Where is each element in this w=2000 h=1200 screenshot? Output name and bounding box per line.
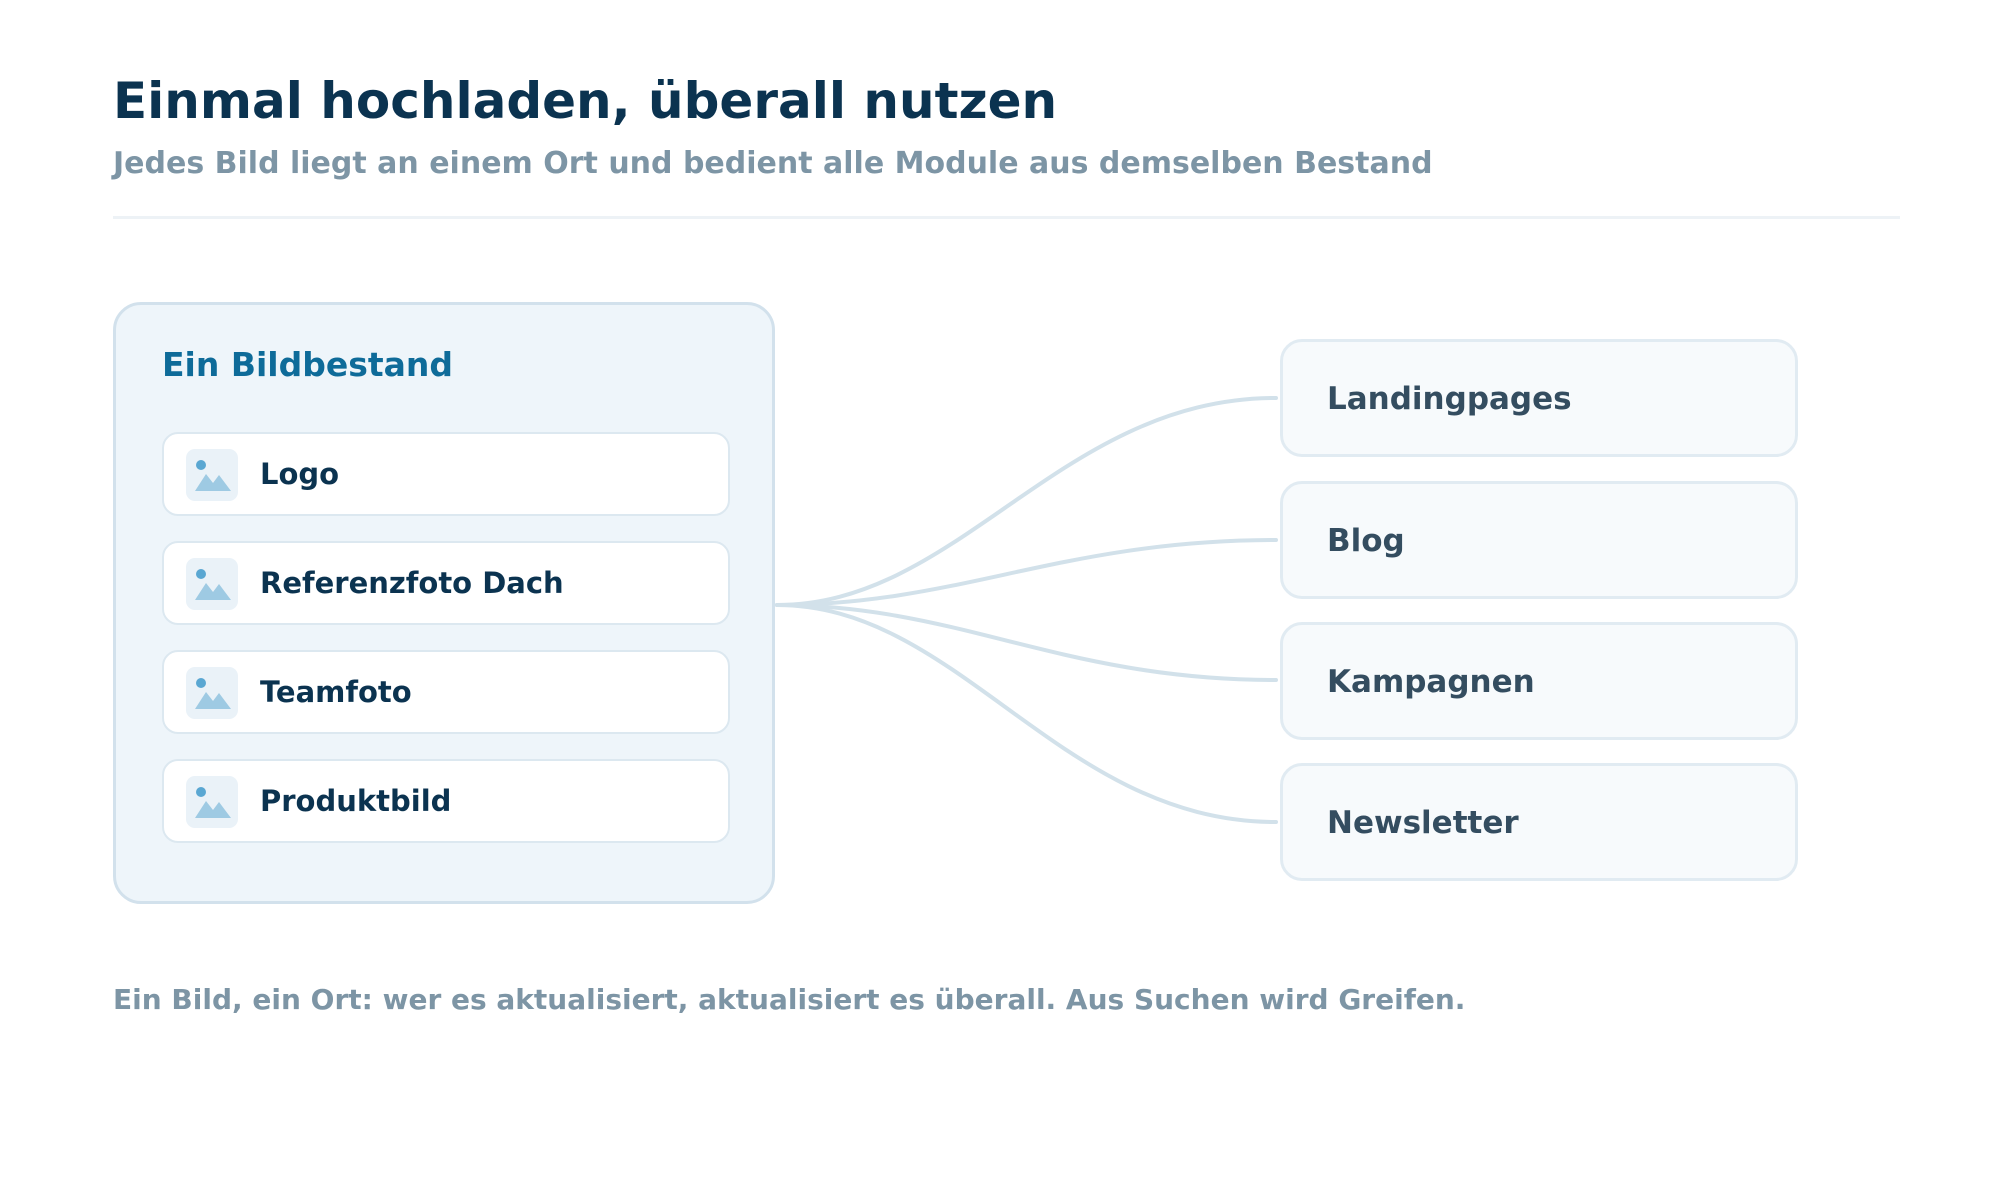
asset-list: Logo Referenzfoto Dach Teamfoto bbox=[162, 432, 730, 868]
image-library-card: Ein Bildbestand Logo Referenzfoto Dach bbox=[113, 302, 775, 904]
page-subtitle: Jedes Bild liegt an einem Ort und bedien… bbox=[113, 146, 1433, 181]
image-icon bbox=[186, 776, 238, 828]
asset-label: Referenzfoto Dach bbox=[260, 566, 564, 600]
connector-landingpages bbox=[775, 396, 1278, 607]
module-label: Newsletter bbox=[1327, 805, 1519, 841]
connector-blog bbox=[775, 538, 1278, 607]
module-landingpages[interactable]: Landingpages bbox=[1280, 339, 1798, 457]
page-title: Einmal hochladen, überall nutzen bbox=[113, 72, 1058, 130]
asset-label: Teamfoto bbox=[260, 675, 412, 709]
module-label: Kampagnen bbox=[1327, 664, 1535, 700]
asset-item-teamfoto[interactable]: Teamfoto bbox=[162, 650, 730, 734]
module-newsletter[interactable]: Newsletter bbox=[1280, 763, 1798, 881]
image-icon bbox=[186, 667, 238, 719]
asset-item-logo[interactable]: Logo bbox=[162, 432, 730, 516]
connector-newsletter bbox=[775, 603, 1278, 824]
footnote: Ein Bild, ein Ort: wer es aktualisiert, … bbox=[113, 983, 1466, 1016]
image-library-title: Ein Bildbestand bbox=[162, 345, 454, 384]
module-label: Blog bbox=[1327, 523, 1405, 559]
image-icon bbox=[186, 449, 238, 501]
asset-label: Produktbild bbox=[260, 784, 452, 818]
asset-label: Logo bbox=[260, 457, 340, 491]
connector-kampagnen bbox=[775, 603, 1278, 682]
header-divider bbox=[113, 216, 1900, 219]
asset-item-referenzfoto-dach[interactable]: Referenzfoto Dach bbox=[162, 541, 730, 625]
module-blog[interactable]: Blog bbox=[1280, 481, 1798, 599]
module-label: Landingpages bbox=[1327, 381, 1572, 417]
module-kampagnen[interactable]: Kampagnen bbox=[1280, 622, 1798, 740]
asset-item-produktbild[interactable]: Produktbild bbox=[162, 759, 730, 843]
image-icon bbox=[186, 558, 238, 610]
